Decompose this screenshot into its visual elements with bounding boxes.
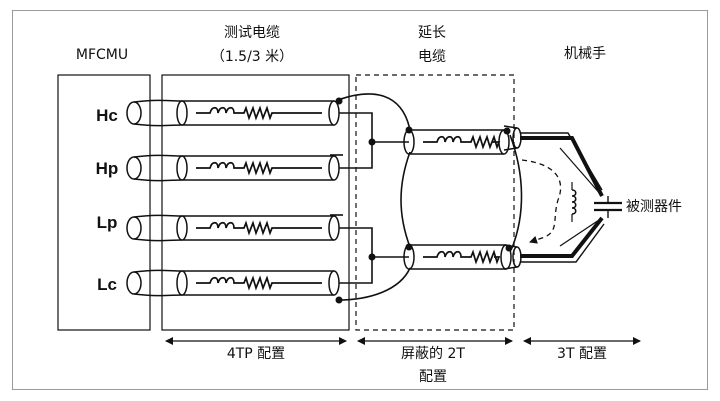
dut-label: 被测器件 (626, 199, 682, 215)
test-cables (126, 99, 340, 297)
figure-frame (12, 10, 708, 390)
terminal-label-hp: Hp (96, 159, 119, 178)
mfcmu-box (57, 74, 151, 331)
mfcmu-label: MFCMU (76, 47, 128, 63)
test-cable-label-line2: （1.5/3 米） (211, 49, 293, 65)
config-4tp-label: 4TP 配置 (227, 346, 285, 362)
extension-cable-label-line2: 电缆 (418, 49, 446, 65)
config-shielded-label-line1: 屏蔽的 2T (401, 346, 465, 362)
junction-wiring (330, 93, 523, 301)
junction-dots (335, 97, 513, 304)
test-cable-box (161, 74, 350, 331)
terminal-label-lp: Lp (97, 213, 118, 232)
config-3t-label: 3T 配置 (557, 346, 607, 362)
test-cable-hc (176, 100, 340, 126)
extension-cable-label-line1: 延长 (418, 25, 446, 41)
extension-cables (403, 125, 522, 270)
terminal-label-lc: Lc (97, 275, 117, 294)
manipulator-probes (520, 132, 605, 263)
manipulator-label: 机械手 (564, 46, 606, 62)
terminal-label-hc: Hc (96, 106, 118, 125)
config-shielded-label-line2: 配置 (419, 369, 447, 385)
terminal-connector-lp (126, 214, 183, 242)
test-cable-lp (176, 215, 340, 241)
test-cable-lc (176, 270, 340, 296)
extension-cable-low (403, 244, 512, 270)
terminal-connector-hc (126, 99, 183, 127)
dut-capacitor-icon (594, 196, 622, 218)
extension-cable-high (403, 129, 510, 155)
terminal-connector-lc (126, 269, 183, 297)
extension-cable-box (355, 74, 515, 331)
test-cable-label-line1: 测试电缆 (224, 25, 280, 41)
test-cable-hp (176, 155, 340, 181)
terminal-connector-hp (126, 154, 183, 182)
